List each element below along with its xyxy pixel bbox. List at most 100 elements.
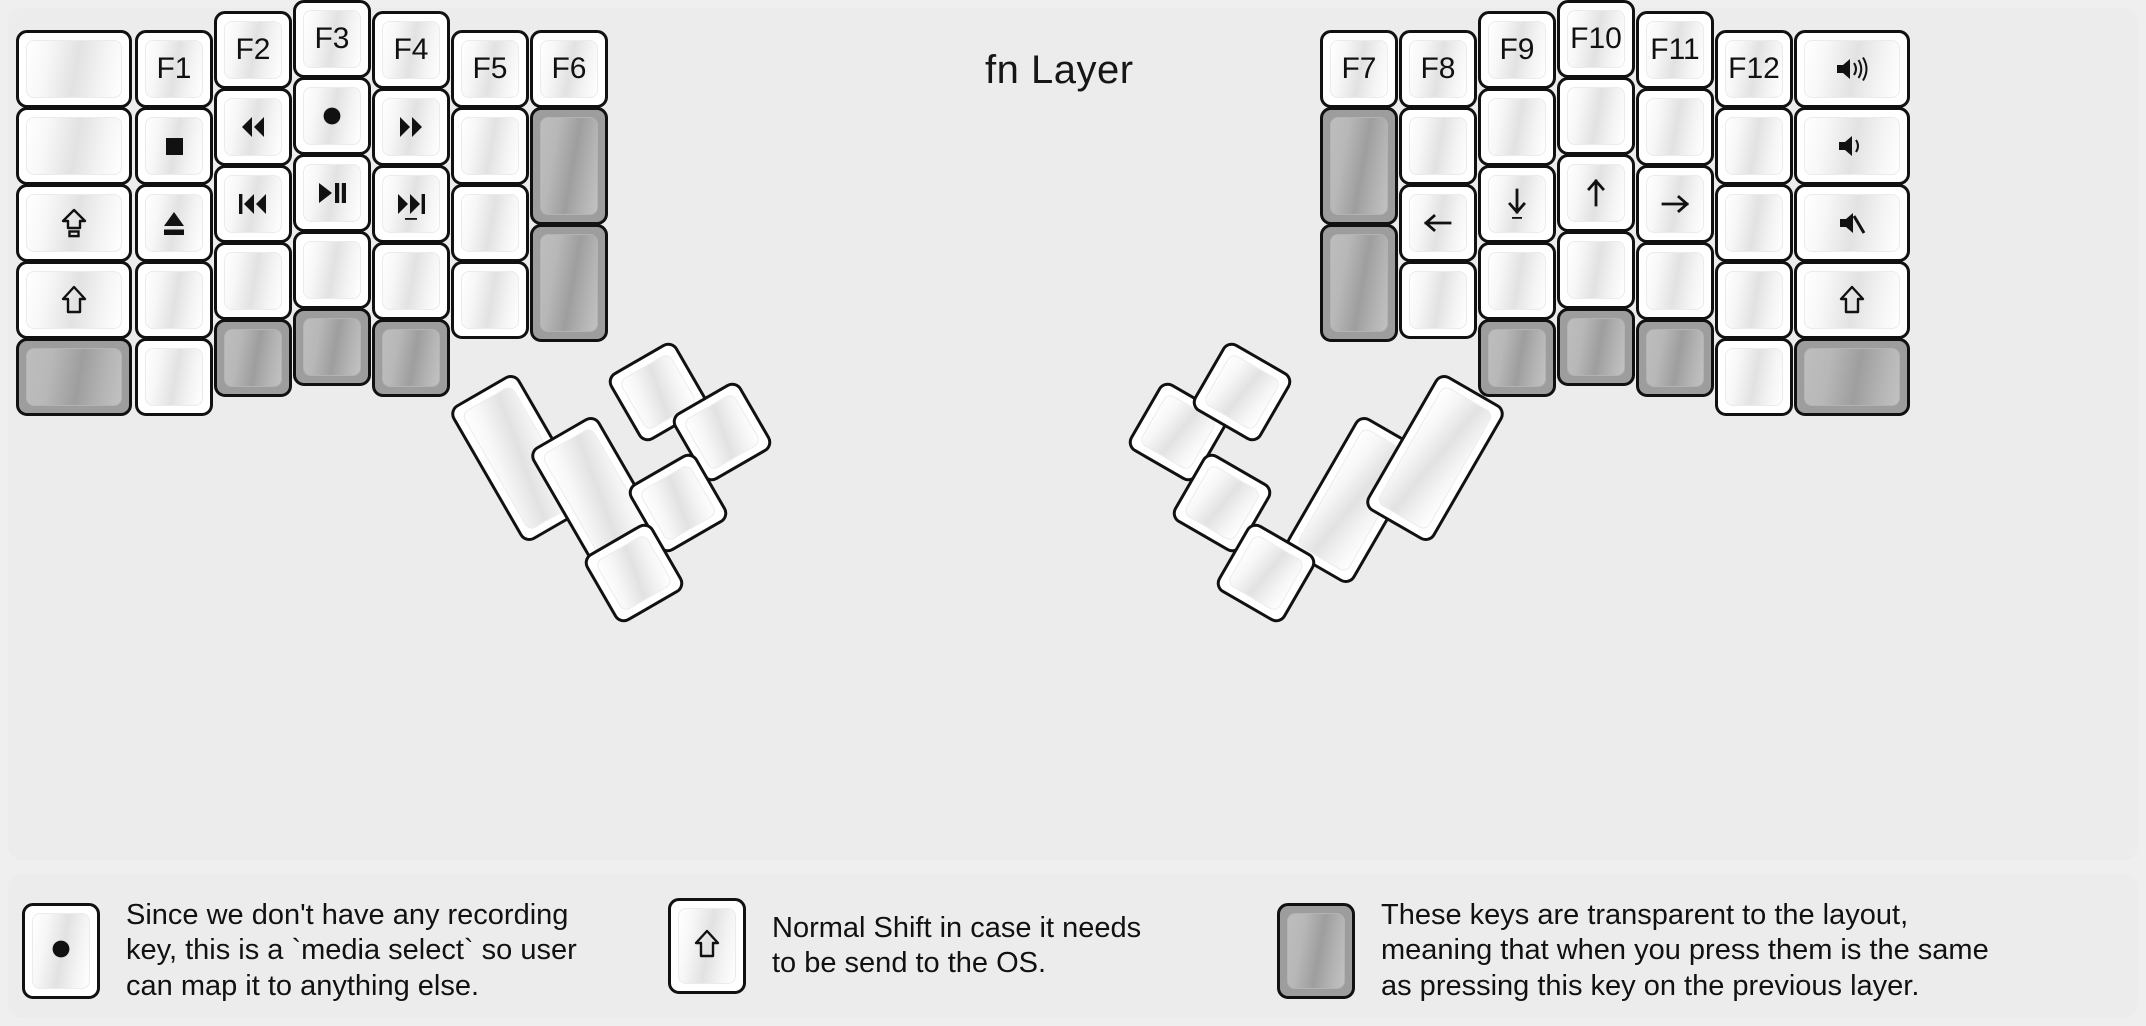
keycap-face — [461, 40, 519, 98]
keycap-label: F5 — [472, 52, 508, 85]
keycap-col-pinky-2[interactable] — [135, 107, 213, 185]
keycap-col-index-1[interactable]: F4 — [372, 11, 450, 89]
keycap-face — [461, 117, 519, 175]
keycap-col-inner-most-2[interactable] — [530, 107, 608, 225]
keycap-col-index-r-4[interactable] — [1478, 242, 1556, 320]
keycap-face — [1646, 175, 1704, 233]
keycap-col-pinky-r-2[interactable] — [1715, 107, 1793, 185]
keycap-col-ring-r-2[interactable] — [1636, 88, 1714, 166]
keycap-col-middle-r-3[interactable] — [1557, 154, 1635, 232]
keycap-col-middle-r-4[interactable] — [1557, 231, 1635, 309]
keycap-col-index-3[interactable] — [372, 165, 450, 243]
keycap-face — [382, 21, 440, 79]
keycap-col-middle-r-5[interactable] — [1557, 308, 1635, 386]
keycap-col-ring-r-5[interactable] — [1636, 319, 1714, 397]
keycap-label — [296, 311, 368, 383]
keycap-col-index-inner-2[interactable] — [451, 107, 529, 185]
keycap-col-index-inner-r-2[interactable] — [1399, 107, 1477, 185]
keycap-face — [461, 194, 519, 252]
keycap-face — [26, 40, 122, 98]
keycap-label — [1718, 264, 1790, 336]
keycap-col-index-inner-1[interactable]: F5 — [451, 30, 529, 108]
media-rewind-icon — [217, 91, 289, 163]
keycap-col-index-inner-4[interactable] — [451, 261, 529, 339]
keycap-col-index-5[interactable] — [372, 319, 450, 397]
keycap-face — [1725, 194, 1783, 252]
keycap-col-outer-right-5[interactable] — [1794, 338, 1910, 416]
keycap-face — [303, 318, 361, 376]
keycap-label: F6 — [551, 52, 587, 85]
keycap-col-inner-most-1[interactable]: F6 — [530, 30, 608, 108]
keycap-col-index-r-2[interactable] — [1478, 88, 1556, 166]
legend-item-2: Normal Shift in case it needs to be send… — [668, 898, 1141, 994]
keycap-col-pinky-4[interactable] — [135, 261, 213, 339]
keycap-col-pinky-3[interactable] — [135, 184, 213, 262]
keycap-face — [1488, 98, 1546, 156]
keycap-col-middle-5[interactable] — [293, 308, 371, 386]
keycap-col-middle-r-2[interactable] — [1557, 77, 1635, 155]
keycap-col-inner-most-r-3[interactable] — [1320, 224, 1398, 342]
keycap-label — [296, 234, 368, 306]
keycap-col-ring-inner-2[interactable] — [214, 88, 292, 166]
keycap-col-index-r-3[interactable] — [1478, 165, 1556, 243]
keycap-face — [1567, 10, 1625, 68]
media-next-track-icon — [375, 168, 447, 240]
keycap-col-outer-right-2[interactable] — [1794, 107, 1910, 185]
keycap-col-ring-inner-4[interactable] — [214, 242, 292, 320]
keycap-label — [1797, 341, 1907, 413]
keycap-col-inner-most-3[interactable] — [530, 224, 608, 342]
keycap-col-middle-4[interactable] — [293, 231, 371, 309]
keycap-col-index-2[interactable] — [372, 88, 450, 166]
keycap-label — [19, 341, 129, 413]
keycap-col-middle-1[interactable]: F3 — [293, 0, 371, 78]
keycap-face — [26, 348, 122, 406]
keycap-face — [382, 98, 440, 156]
media-prev-track-icon — [217, 168, 289, 240]
keycap-face — [1567, 318, 1625, 376]
keycap-col-middle-r-1[interactable]: F10 — [1557, 0, 1635, 78]
keycap-col-outer-right-1[interactable] — [1794, 30, 1910, 108]
keycap-col-ring-r-4[interactable] — [1636, 242, 1714, 320]
keycap-col-outer-left-2[interactable] — [16, 107, 132, 185]
keycap-col-inner-most-r-1[interactable]: F7 — [1320, 30, 1398, 108]
keycap-col-middle-2[interactable] — [293, 77, 371, 155]
keycap-col-outer-right-4[interactable] — [1794, 261, 1910, 339]
keycap-col-outer-right-3[interactable] — [1794, 184, 1910, 262]
keycap-face — [1330, 40, 1388, 98]
keycap-col-index-inner-r-1[interactable]: F8 — [1399, 30, 1477, 108]
keycap-col-index-inner-r-4[interactable] — [1399, 261, 1477, 339]
legend-text-2: Normal Shift in case it needs to be send… — [772, 911, 1142, 979]
keycap-col-middle-3[interactable] — [293, 154, 371, 232]
keycap-face — [461, 271, 519, 329]
keycap-col-ring-r-3[interactable] — [1636, 165, 1714, 243]
keycap-col-inner-most-r-2[interactable] — [1320, 107, 1398, 225]
keycap-col-outer-left-1[interactable] — [16, 30, 132, 108]
keycap-col-index-r-5[interactable] — [1478, 319, 1556, 397]
keycap-label — [1560, 80, 1632, 152]
keycap-col-outer-left-4[interactable] — [16, 261, 132, 339]
keycap-label: F7 — [1341, 52, 1377, 85]
keycap-face — [1567, 241, 1625, 299]
keycap-col-ring-r-1[interactable]: F11 — [1636, 11, 1714, 89]
keycap-col-outer-left-3[interactable] — [16, 184, 132, 262]
keycap-col-index-r-1[interactable]: F9 — [1478, 11, 1556, 89]
keycap-col-ring-inner-1[interactable]: F2 — [214, 11, 292, 89]
keycap-face — [1488, 21, 1546, 79]
keycap-col-index-inner-3[interactable] — [451, 184, 529, 262]
keycap-col-ring-inner-5[interactable] — [214, 319, 292, 397]
keycap-col-index-inner-r-3[interactable] — [1399, 184, 1477, 262]
keycap-col-pinky-r-4[interactable] — [1715, 261, 1793, 339]
keycap-col-ring-inner-3[interactable] — [214, 165, 292, 243]
keycap-col-pinky-r-3[interactable] — [1715, 184, 1793, 262]
keycap-col-pinky-r-1[interactable]: F12 — [1715, 30, 1793, 108]
keycap-face — [1488, 252, 1546, 310]
keycap-face — [224, 98, 282, 156]
keycap-label: F9 — [1499, 33, 1535, 66]
keycap-label — [1718, 341, 1790, 413]
keycap-col-pinky-1[interactable]: F1 — [135, 30, 213, 108]
keycap-col-index-4[interactable] — [372, 242, 450, 320]
keycap-col-outer-left-5[interactable] — [16, 338, 132, 416]
keycap-col-pinky-5[interactable] — [135, 338, 213, 416]
keycap-col-pinky-r-5[interactable] — [1715, 338, 1793, 416]
